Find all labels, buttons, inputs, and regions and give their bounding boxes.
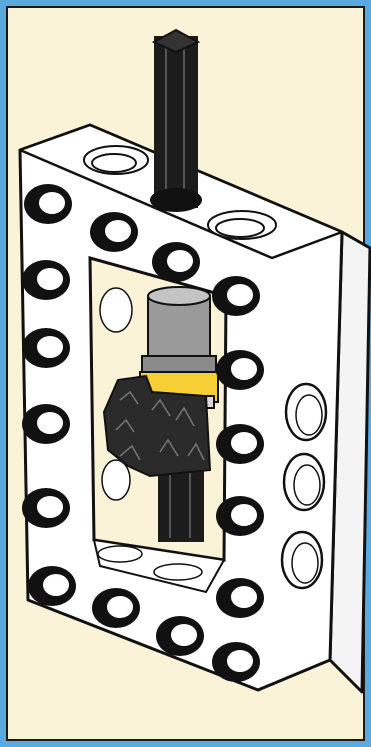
side-holes-icon xyxy=(282,384,326,588)
